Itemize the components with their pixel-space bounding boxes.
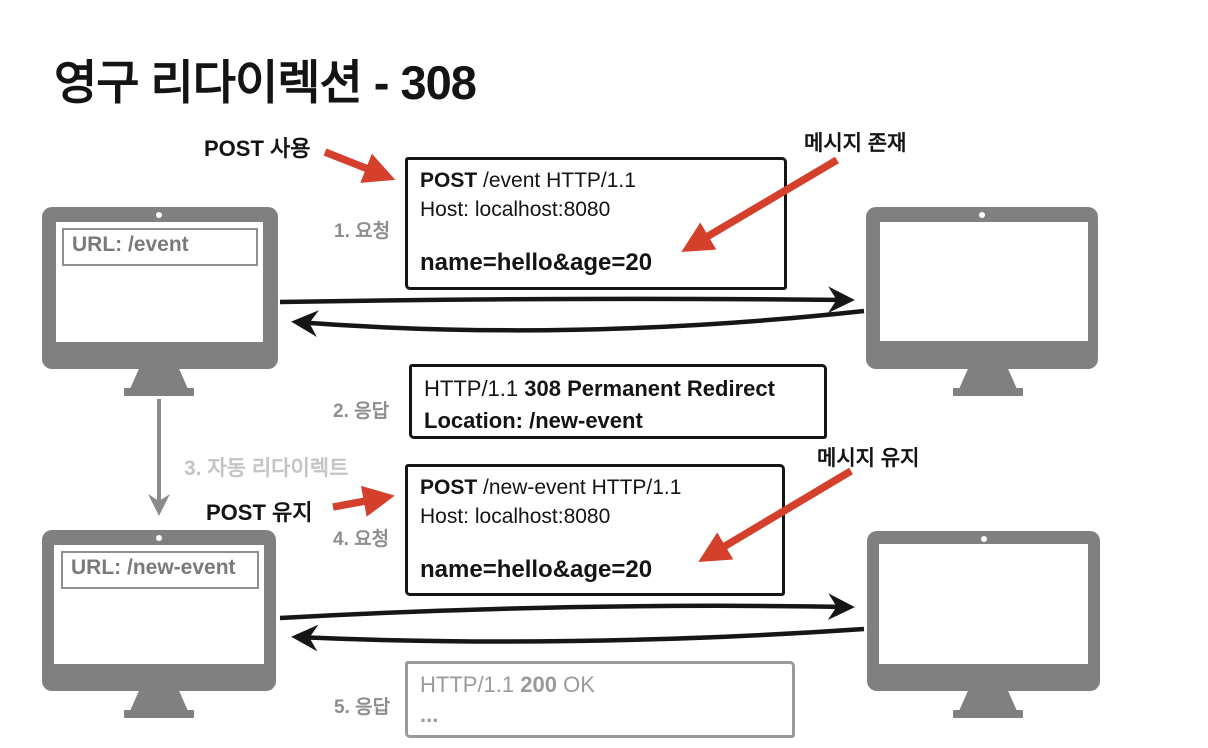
request1-method: POST <box>420 169 478 192</box>
request1-arrow <box>279 286 855 314</box>
request1-line1: POST /event HTTP/1.1 <box>420 166 772 195</box>
step3-label: 3. 자동 리다이렉트 <box>184 457 349 480</box>
request2-line1: POST /new-event HTTP/1.1 <box>420 473 770 502</box>
post-keep-label: POST 유지 <box>206 500 313 525</box>
request2-body: name=hello&age=20 <box>420 556 653 583</box>
camera-icon <box>979 212 985 218</box>
response2-arrow <box>291 624 865 652</box>
request2-arrow <box>279 593 855 621</box>
post-keep-arrow <box>332 485 395 517</box>
response1-status: 308 Permanent Redirect <box>524 376 775 401</box>
request1-box: POST /event HTTP/1.1 Host: localhost:808… <box>405 157 787 290</box>
monitor-screen <box>879 544 1088 664</box>
step2-label: 2. 응답 <box>333 401 390 422</box>
request2-box: POST /new-event HTTP/1.1 Host: localhost… <box>405 464 785 596</box>
monitor-stand <box>959 368 1017 389</box>
response1-arrow <box>291 308 865 338</box>
monitor-base <box>953 710 1023 718</box>
step1-label: 1. 요청 <box>334 221 391 242</box>
response2-proto: HTTP/1.1 <box>420 672 515 697</box>
request1-host: Host: localhost:8080 <box>420 198 611 221</box>
message-keep-label: 메시지 유지 <box>817 447 920 470</box>
request1-path: /event HTTP/1.1 <box>483 169 636 192</box>
post-use-label: POST 사용 <box>204 136 311 161</box>
camera-icon <box>156 535 162 541</box>
response1-status-line: HTTP/1.1 308 Permanent Redirect <box>424 373 812 405</box>
camera-icon <box>156 212 162 218</box>
step5-label: 5. 응답 <box>334 697 391 718</box>
post-use-arrow <box>323 148 396 183</box>
monitor-base <box>124 710 194 718</box>
response2-status-line: HTTP/1.1 200 OK <box>420 670 780 700</box>
step4-label: 4. 요청 <box>333 529 390 550</box>
response2-status: 200 <box>520 672 557 697</box>
monitor-stand <box>130 368 188 389</box>
response2-box: HTTP/1.1 200 OK ... <box>405 661 795 738</box>
monitor-base <box>124 388 194 396</box>
camera-icon <box>981 536 987 542</box>
page-title: 영구 리다이렉션 - 308 <box>54 56 477 109</box>
monitor-stand <box>130 690 188 711</box>
request2-method: POST <box>420 476 478 499</box>
monitor-stand <box>959 690 1017 711</box>
request2-host: Host: localhost:8080 <box>420 505 611 528</box>
response1-box: HTTP/1.1 308 Permanent Redirect Location… <box>409 364 827 439</box>
response2-status-text: OK <box>563 672 595 697</box>
response1-proto: HTTP/1.1 <box>424 376 519 401</box>
request1-body: name=hello&age=20 <box>420 249 653 276</box>
monitor-base <box>953 388 1023 396</box>
response2-ellipsis: ... <box>420 702 439 727</box>
url-bar-event: URL: /event <box>62 228 258 266</box>
monitor-screen <box>880 222 1088 341</box>
response1-location: Location: /new-event <box>424 408 643 433</box>
url-bar-new-event: URL: /new-event <box>61 551 259 589</box>
request2-path: /new-event HTTP/1.1 <box>483 476 682 499</box>
message-exists-label: 메시지 존재 <box>804 132 907 155</box>
